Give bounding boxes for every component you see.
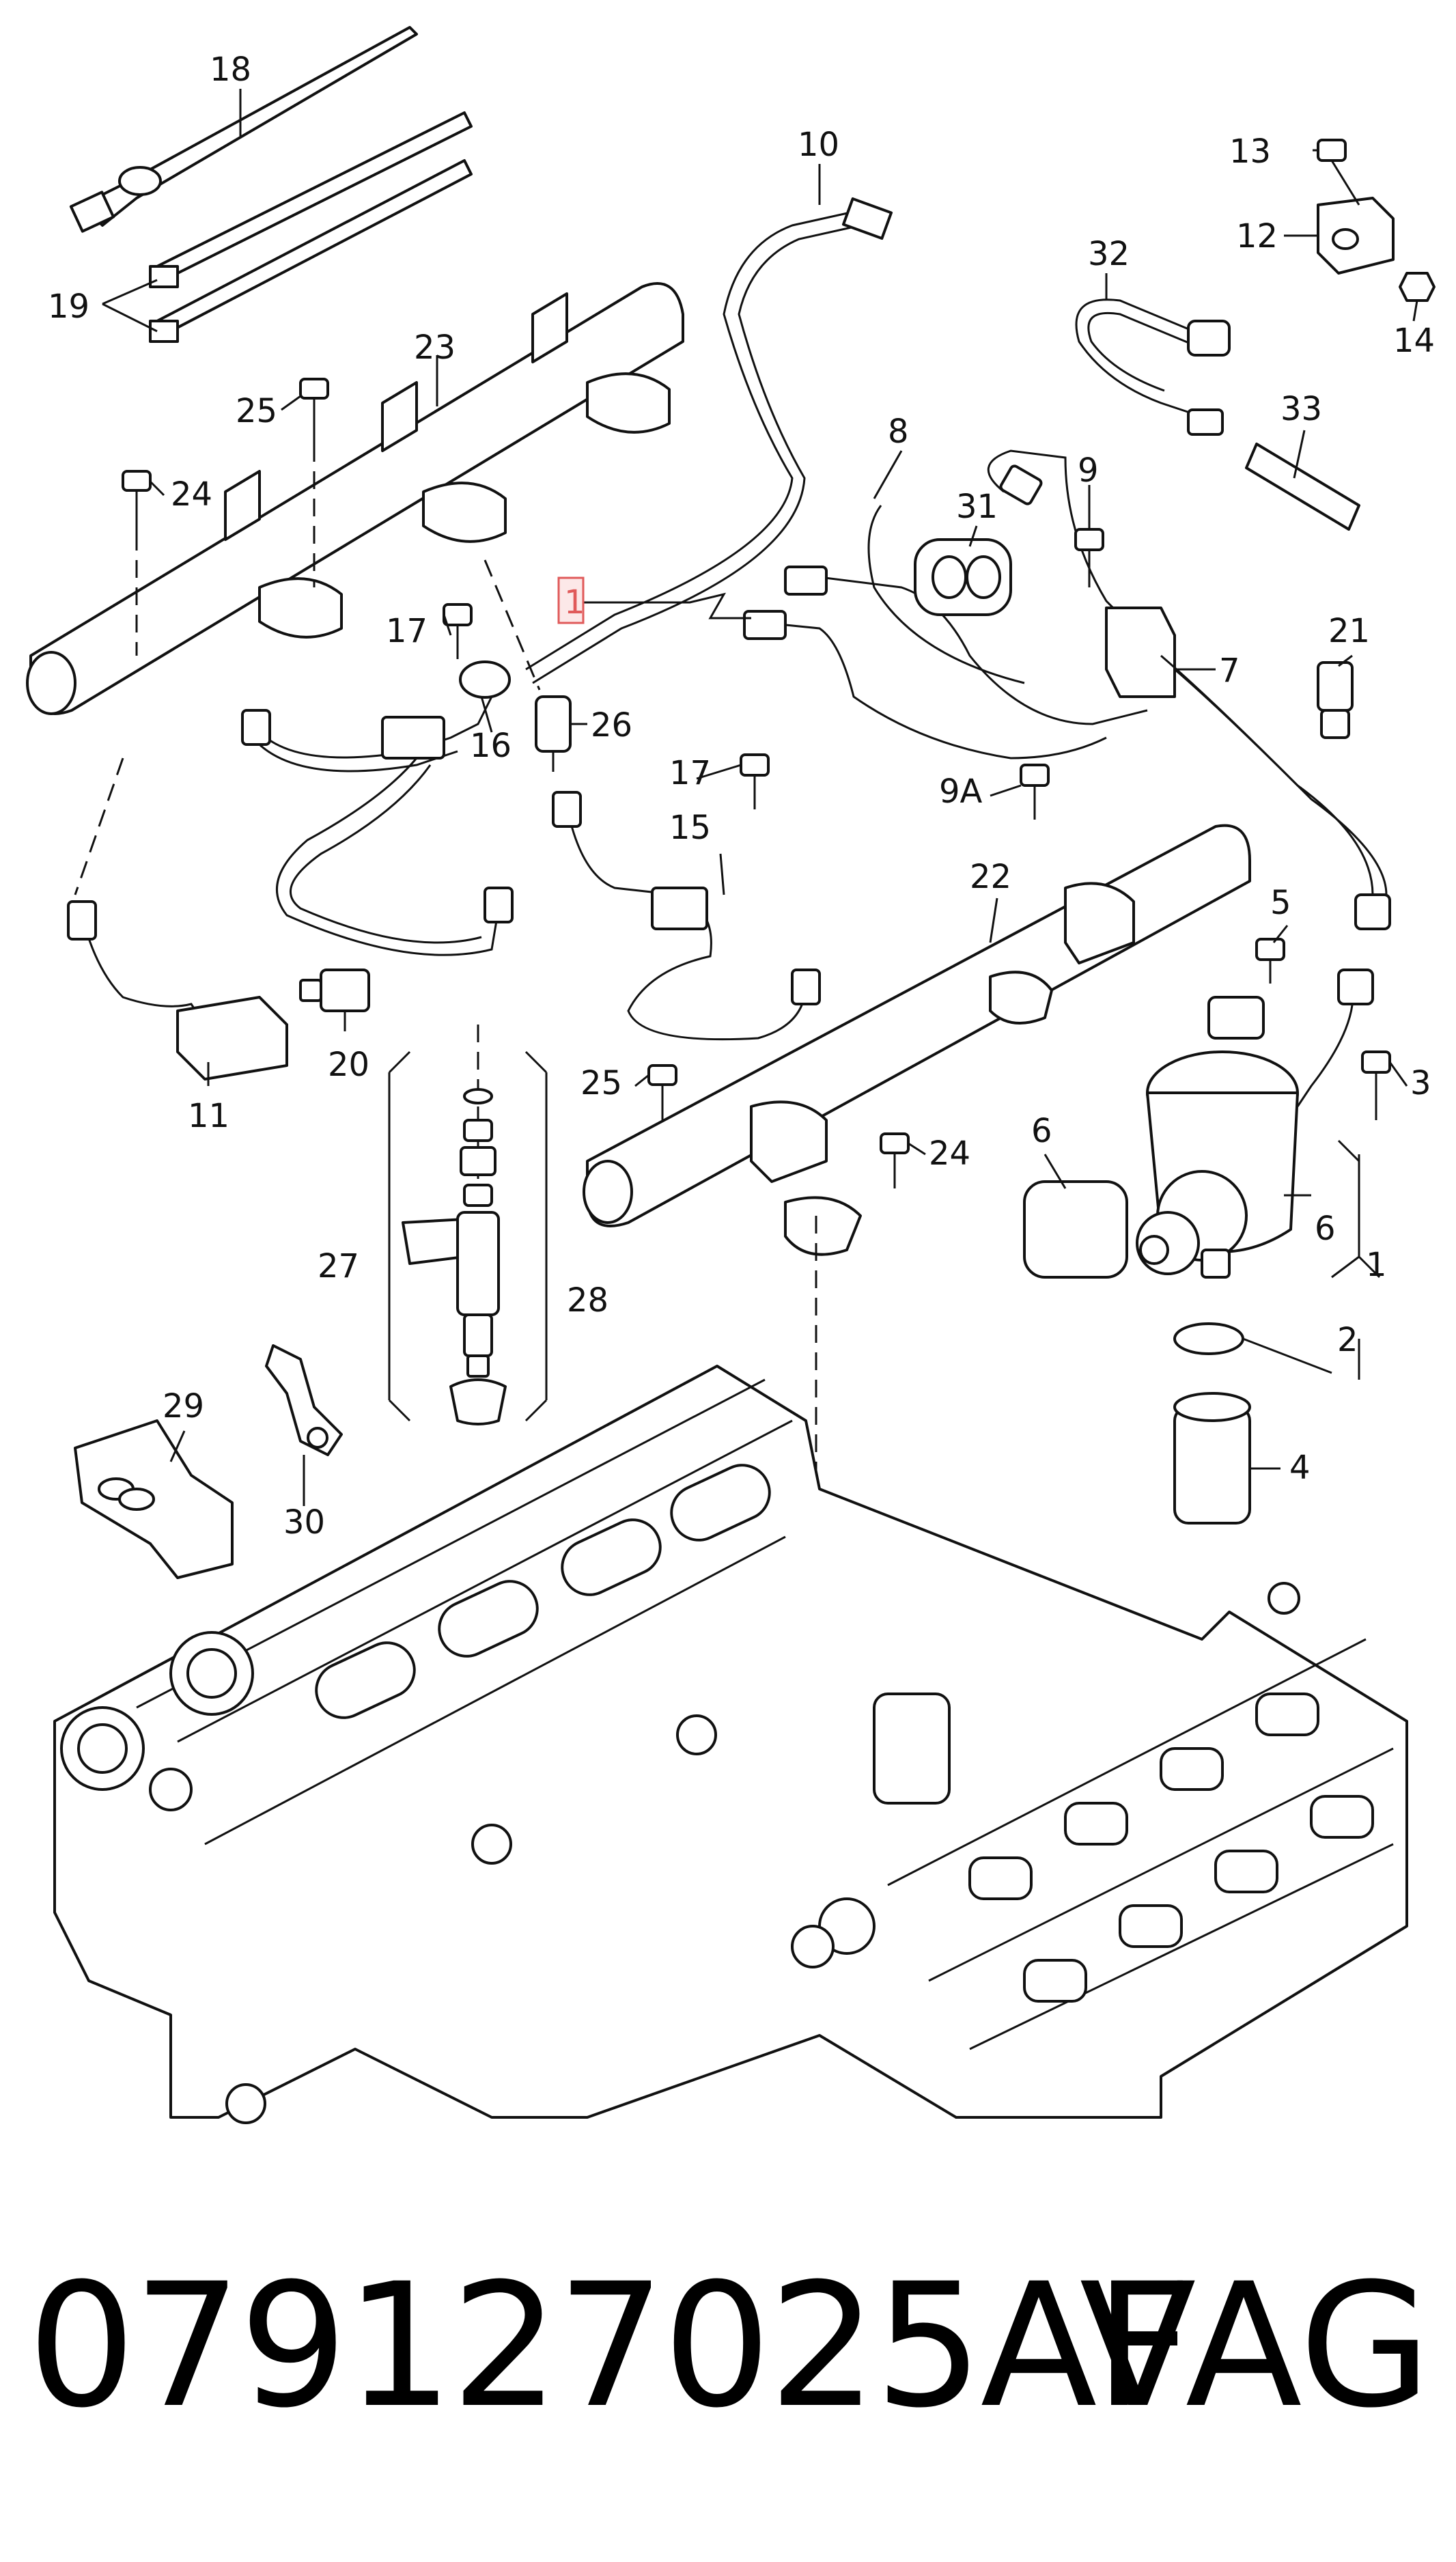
part-number: 079127025AF — [27, 2246, 1192, 2445]
bolt-5 — [1255, 938, 1285, 984]
callout-28[interactable]: 28 — [567, 1281, 608, 1320]
fuel-pipe-6 — [1160, 654, 1391, 1107]
callout-6-upper[interactable]: 6 — [1031, 1112, 1052, 1150]
fuel-pipe-11 — [67, 900, 288, 1081]
callout-4[interactable]: 4 — [1289, 1449, 1311, 1487]
high-pressure-pump-1 — [1023, 996, 1299, 1279]
callout-22[interactable]: 22 — [970, 858, 1011, 896]
callout-7[interactable]: 7 — [1219, 652, 1240, 690]
bolt-25-lower — [647, 1064, 677, 1120]
callout-9[interactable]: 9 — [1078, 451, 1099, 490]
bolt-13 — [1317, 139, 1360, 206]
callout-16[interactable]: 16 — [470, 727, 512, 765]
bolt-9a — [1020, 764, 1050, 820]
callout-18[interactable]: 18 — [210, 51, 251, 89]
callout-21[interactable]: 21 — [1328, 612, 1370, 650]
exploded-parts-diagram: 1 18 19 23 25 24 10 32 13 12 14 33 8 31 … — [26, 26, 1436, 2124]
bolt-17-left — [443, 603, 473, 659]
callout-5[interactable]: 5 — [1270, 884, 1291, 922]
callout-24-upper[interactable]: 24 — [171, 475, 212, 514]
sleeve-33 — [1245, 443, 1360, 531]
cable-tie-18 — [69, 26, 418, 233]
callout-1[interactable]: 1 — [1366, 1246, 1387, 1284]
callout-6-lower[interactable]: 6 — [1315, 1210, 1336, 1248]
callout-13[interactable]: 13 — [1229, 133, 1271, 171]
fuel-rail-22 — [583, 824, 1251, 1256]
bolt-17-right — [740, 753, 770, 809]
clip-31 — [914, 538, 1012, 616]
pressure-sensor-20 — [299, 969, 370, 1012]
callout-33[interactable]: 33 — [1280, 390, 1322, 428]
bolt-24-upper — [122, 470, 152, 533]
fuel-pipe-16 — [241, 696, 514, 956]
fuel-pipe-32 — [1075, 298, 1231, 436]
callout-17-right[interactable]: 17 — [669, 754, 711, 792]
callout-24-lower[interactable]: 24 — [929, 1134, 970, 1173]
roller-tappet-4 — [1173, 1392, 1251, 1524]
bracket-28 — [524, 1050, 548, 1422]
callout-31[interactable]: 31 — [956, 488, 998, 526]
cable-tie-19 — [149, 111, 473, 343]
callout-14[interactable]: 14 — [1393, 322, 1435, 360]
bolt-25-upper — [299, 378, 329, 444]
brand-label: VAG — [1079, 2246, 1431, 2445]
bracket-30 — [265, 1344, 343, 1456]
bracket-29 — [74, 1419, 234, 1579]
injector-seal-26 — [535, 695, 572, 772]
callout-15[interactable]: 15 — [669, 809, 711, 847]
callout-9a[interactable]: 9A — [939, 772, 983, 811]
callout-3[interactable]: 3 — [1410, 1064, 1431, 1102]
callout-8[interactable]: 8 — [888, 413, 909, 451]
bolt-24-lower — [880, 1132, 910, 1188]
injector-27 — [402, 1025, 507, 1425]
bracket-12 — [1317, 197, 1395, 275]
bolt-3 — [1361, 1050, 1391, 1120]
alignment-line — [74, 757, 124, 895]
fuel-pipe-8 — [743, 505, 1148, 760]
callout-23[interactable]: 23 — [414, 329, 456, 367]
fuel-pipe-10 — [525, 197, 893, 684]
sensor-21 — [1317, 661, 1354, 739]
highlighted-callout-box — [557, 576, 585, 624]
callout-12[interactable]: 12 — [1236, 217, 1278, 255]
callout-2[interactable]: 2 — [1337, 1321, 1358, 1359]
callout-20[interactable]: 20 — [328, 1046, 369, 1084]
seal-ring-2 — [1173, 1322, 1244, 1355]
callout-30[interactable]: 30 — [283, 1503, 325, 1542]
callout-26[interactable]: 26 — [591, 706, 632, 744]
leader-lines — [102, 89, 1418, 1506]
callout-11[interactable]: 11 — [188, 1097, 229, 1135]
bracket-1 — [1331, 1139, 1381, 1380]
callout-10[interactable]: 10 — [798, 126, 839, 164]
bracket-27 — [388, 1050, 411, 1422]
callout-27[interactable]: 27 — [318, 1247, 359, 1285]
fuel-rail-23 — [26, 282, 684, 715]
callout-17-left[interactable]: 17 — [386, 612, 428, 650]
bolt-9 — [1074, 528, 1104, 587]
callout-29[interactable]: 29 — [163, 1387, 204, 1425]
callout-25-lower[interactable]: 25 — [580, 1064, 622, 1102]
alignment-line — [484, 559, 541, 691]
callout-1-highlighted[interactable]: 1 — [564, 583, 585, 622]
callout-25-upper[interactable]: 25 — [236, 392, 277, 430]
callout-32[interactable]: 32 — [1088, 235, 1130, 273]
callout-19[interactable]: 19 — [48, 288, 89, 326]
fuel-pipe-15 — [552, 791, 821, 1041]
clamp-16 — [459, 660, 511, 699]
engine-block — [53, 1365, 1408, 2124]
nut-14 — [1399, 272, 1436, 302]
